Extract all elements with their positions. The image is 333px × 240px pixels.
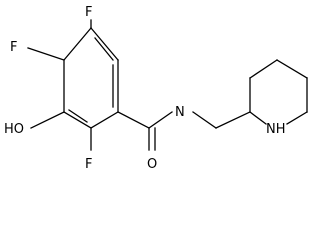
piperidine-ring [249,59,308,125]
atom-label-carbonyl-oxygen: O [147,157,157,172]
benzene-ring [63,27,119,129]
atom-label-f-top: F [85,5,92,20]
atom-label-f-left: F [10,40,17,55]
atom-label-hydroxyl: HO [4,122,24,137]
structure-diagram: F F HO F O N NH [4,5,308,172]
atom-label-f-bottom: F [85,157,92,172]
substituent-bonds [27,19,251,151]
atom-label-amide-nitrogen: N [175,105,185,120]
atom-label-ring-nitrogen: NH [266,122,286,137]
